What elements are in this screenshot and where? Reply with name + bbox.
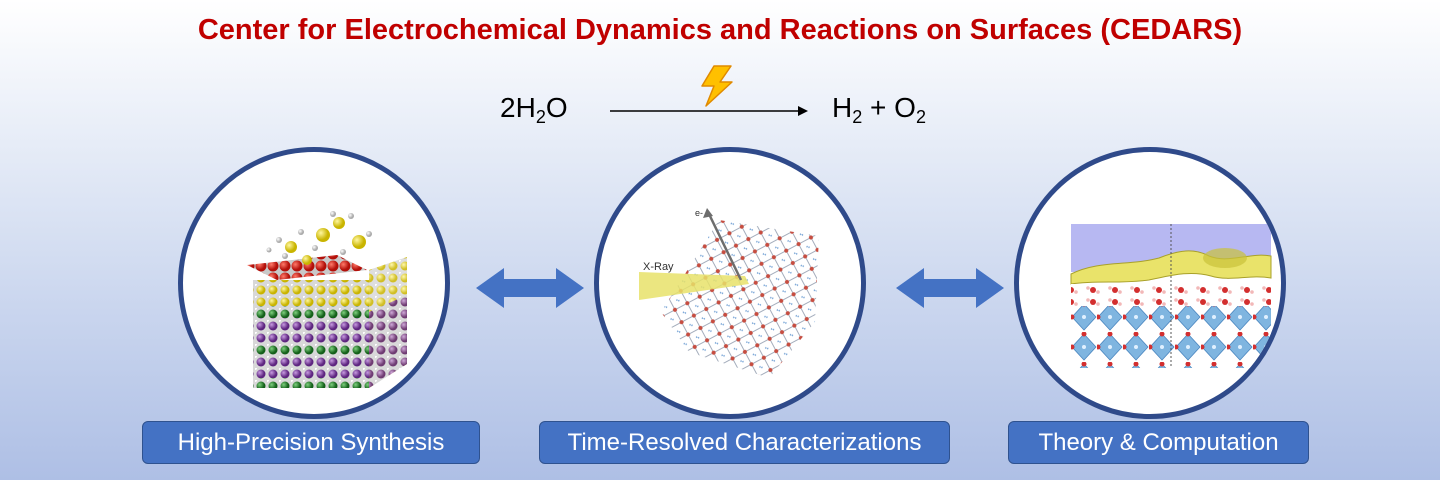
x-ray-label: X-Ray [643, 261, 674, 273]
electron-label: e- [695, 208, 703, 218]
x-ray-molecular-network: X-Ray e- [639, 208, 819, 378]
page-title: Center for Electrochemical Dynamics and … [197, 14, 1243, 46]
double-arrow-icon [896, 268, 1004, 308]
equation-reactants: 2H2O [500, 92, 568, 127]
synthesis-label: High-Precision Synthesis [142, 421, 480, 464]
theory-circle [1014, 147, 1286, 419]
equation-products: H2 + O2 [832, 92, 926, 127]
layered-crystal-lattice [247, 211, 407, 388]
synthesis-circle [178, 147, 450, 419]
characterization-label: Time-Resolved Characterizations [539, 421, 950, 464]
lightning-bolt-icon [701, 65, 733, 107]
characterization-circle: X-Ray e- [594, 147, 866, 419]
theory-label: Theory & Computation [1008, 421, 1309, 464]
surface-slab-simulation [1070, 224, 1272, 368]
double-arrow-icon [476, 268, 584, 308]
reaction-arrow [610, 106, 808, 116]
